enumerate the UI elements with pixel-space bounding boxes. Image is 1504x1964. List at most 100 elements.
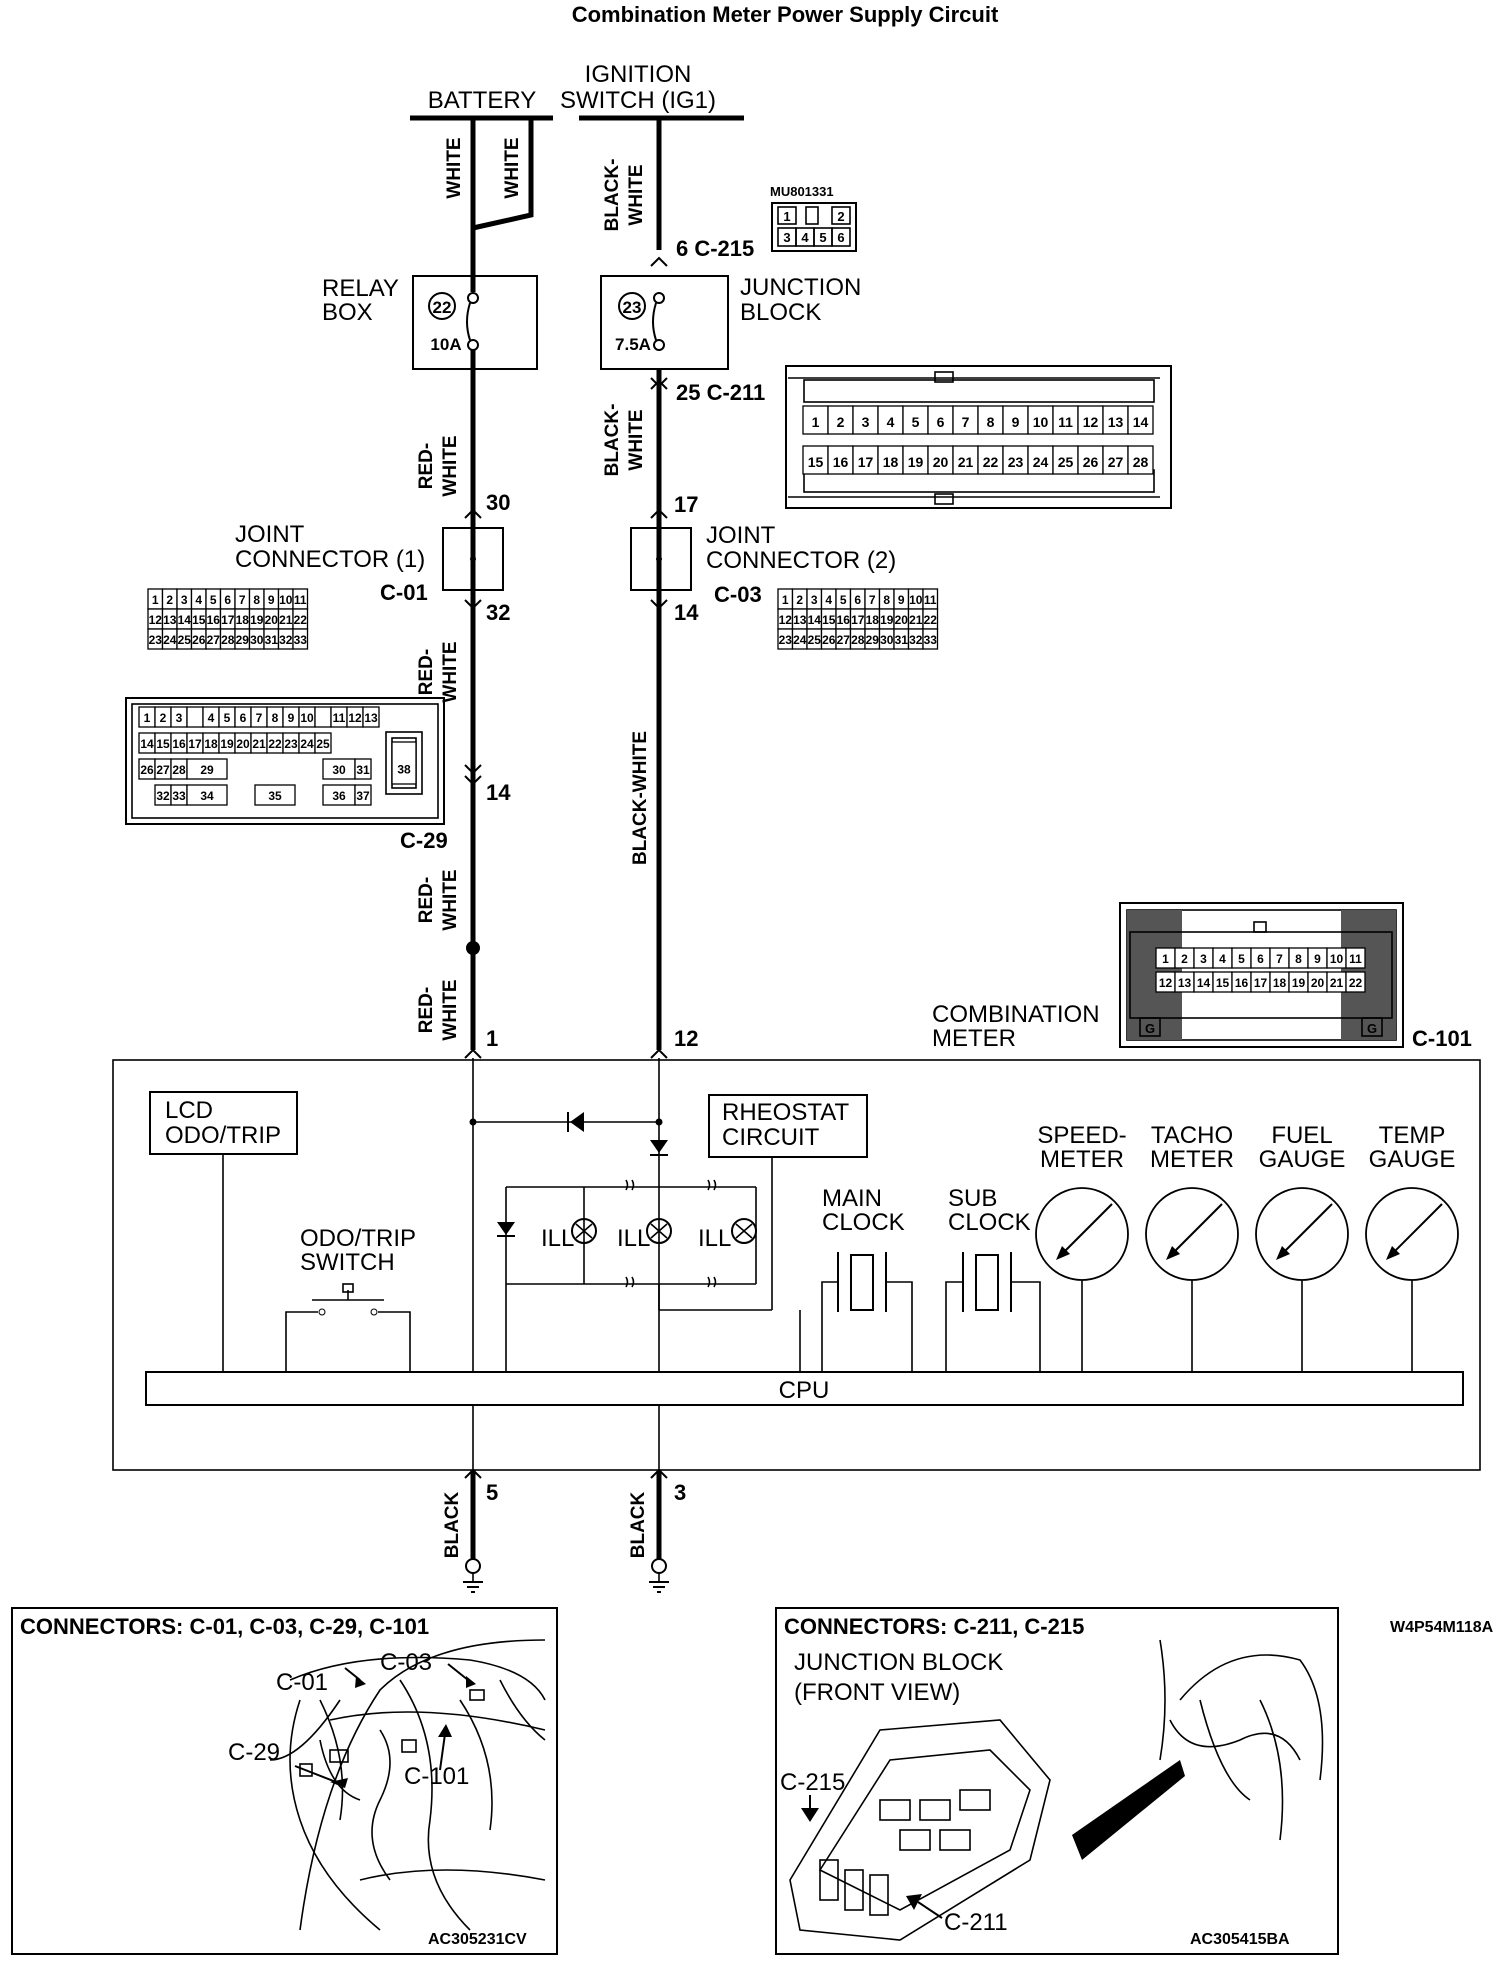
pin-number: 4 — [208, 711, 215, 725]
pin-number: 18 — [236, 613, 250, 627]
pin-number: 16 — [207, 613, 221, 627]
pin-number: 5 — [210, 593, 217, 607]
gauge-needle-tip — [1166, 1246, 1180, 1260]
ignition-label-1: IGNITION — [585, 61, 692, 88]
gauge-needle — [1059, 1203, 1113, 1257]
pin-number: 1 — [152, 593, 159, 607]
pin-number: 17 — [851, 613, 865, 627]
pin-number: 7 — [1276, 952, 1283, 966]
wire-label-red-white-1b: WHITE — [440, 435, 461, 496]
pin-3: 3 — [674, 1480, 686, 1505]
locator-left-code: AC305231CV — [428, 1931, 527, 1948]
pin-number: 28 — [172, 763, 186, 777]
pin-cell — [1102, 405, 1129, 435]
svg-text:4: 4 — [801, 230, 809, 245]
pin-number: 31 — [895, 633, 909, 647]
svg-text:5: 5 — [819, 230, 826, 245]
pin-number: 5 — [224, 711, 231, 725]
pin-number: 14 — [808, 613, 822, 627]
pin-cell — [827, 445, 854, 475]
pin-number: 17 — [221, 613, 235, 627]
pin-number: 20 — [265, 613, 279, 627]
pin-number: 6 — [1257, 952, 1264, 966]
pin-number: 4 — [887, 414, 895, 430]
pin-number: 22 — [268, 737, 282, 751]
rheostat-label-1: RHEOSTAT — [722, 1099, 849, 1126]
pin-number: 20 — [1311, 976, 1325, 990]
joint-connector-1-label-2: CONNECTOR (1) — [235, 546, 425, 573]
pin-number: 18 — [1273, 976, 1287, 990]
gauge-label: TEMP — [1379, 1122, 1446, 1149]
locator-panel-left: CONNECTORS: C-01, C-03, C-29, C-101 — [11, 1607, 558, 1955]
wire-label-black-1: BLACK — [442, 1491, 463, 1558]
gauge-needle-tip — [1056, 1246, 1070, 1260]
sub-clock-crystal-icon — [945, 1252, 1041, 1372]
pin-number: 27 — [837, 633, 851, 647]
pin-number: 19 — [220, 737, 234, 751]
locator-left-c03: C-03 — [380, 1649, 432, 1676]
pin-number: 32 — [156, 789, 170, 803]
pin-number: 6 — [854, 593, 861, 607]
joint-connector-2-label-2: CONNECTOR (2) — [706, 547, 896, 574]
pin-cell — [1345, 971, 1366, 993]
pin-number: 15 — [822, 613, 836, 627]
pin-number: 38 — [397, 763, 411, 777]
joint-connector-2 — [630, 527, 692, 591]
main-clock-label-1: MAIN — [822, 1185, 882, 1212]
pin-number: 10 — [1033, 414, 1049, 430]
pin-number: 21 — [909, 613, 923, 627]
pin-number: 9 — [288, 711, 295, 725]
pin-number: 3 — [176, 711, 183, 725]
gauge-needle-tip — [1276, 1246, 1290, 1260]
svg-text:6: 6 — [837, 230, 844, 245]
wire-label-red-white-4b: WHITE — [440, 979, 461, 1040]
odo-switch-label-2: SWITCH — [300, 1249, 395, 1276]
pin-cell — [314, 732, 332, 754]
pin-number: 23 — [779, 633, 793, 647]
gauge-needle — [1169, 1203, 1223, 1257]
wire-label-black-white-long: BLACK-WHITE — [630, 731, 651, 865]
gauge-needle — [1279, 1203, 1333, 1257]
pin-number: 13 — [793, 613, 807, 627]
locator-right-subtitle-1: JUNCTION BLOCK — [794, 1649, 1003, 1676]
pin-number: 16 — [833, 454, 849, 470]
pin-number: 8 — [253, 593, 260, 607]
pin-cell — [1052, 405, 1079, 435]
locator-left-c01: C-01 — [276, 1669, 328, 1696]
pin-cell — [927, 405, 954, 435]
pin-number: 25 — [178, 633, 192, 647]
wire-label-black-white-1b: WHITE — [626, 164, 647, 225]
pin-number: 8 — [272, 711, 279, 725]
pin-number: 30 — [880, 633, 894, 647]
ground-symbol-left — [463, 1558, 483, 1593]
pin-cell — [1127, 445, 1154, 475]
pin-number: 4 — [1219, 952, 1226, 966]
pin-cell — [927, 445, 954, 475]
pin-12: 12 — [674, 1026, 698, 1051]
pin-number: 7 — [869, 593, 876, 607]
pin-number: 36 — [332, 789, 346, 803]
pin-number: 5 — [1238, 952, 1245, 966]
pin-number: 15 — [808, 454, 824, 470]
illumination-lamps — [571, 1218, 757, 1244]
pin-number: 14 — [1133, 414, 1149, 430]
pin-cell — [922, 628, 939, 650]
pin-number: 5 — [912, 414, 920, 430]
pin-number: 4 — [825, 593, 832, 607]
pin-number: 18 — [866, 613, 880, 627]
pin-number: 2 — [160, 711, 167, 725]
joint-connector-2-id: C-03 — [714, 582, 762, 607]
pin-number: 12 — [1083, 414, 1099, 430]
pin-number: 13 — [364, 711, 378, 725]
pin-number: 20 — [895, 613, 909, 627]
joint-connector-1 — [442, 527, 504, 591]
pin-number: 21 — [279, 613, 293, 627]
pin-number: 11 — [294, 593, 307, 607]
pin-number: 16 — [172, 737, 186, 751]
pin-number: 10 — [279, 593, 293, 607]
pin-number: 20 — [933, 454, 949, 470]
pin-cell — [186, 784, 228, 806]
pin-cell — [186, 758, 228, 780]
pin-number: 27 — [156, 763, 170, 777]
